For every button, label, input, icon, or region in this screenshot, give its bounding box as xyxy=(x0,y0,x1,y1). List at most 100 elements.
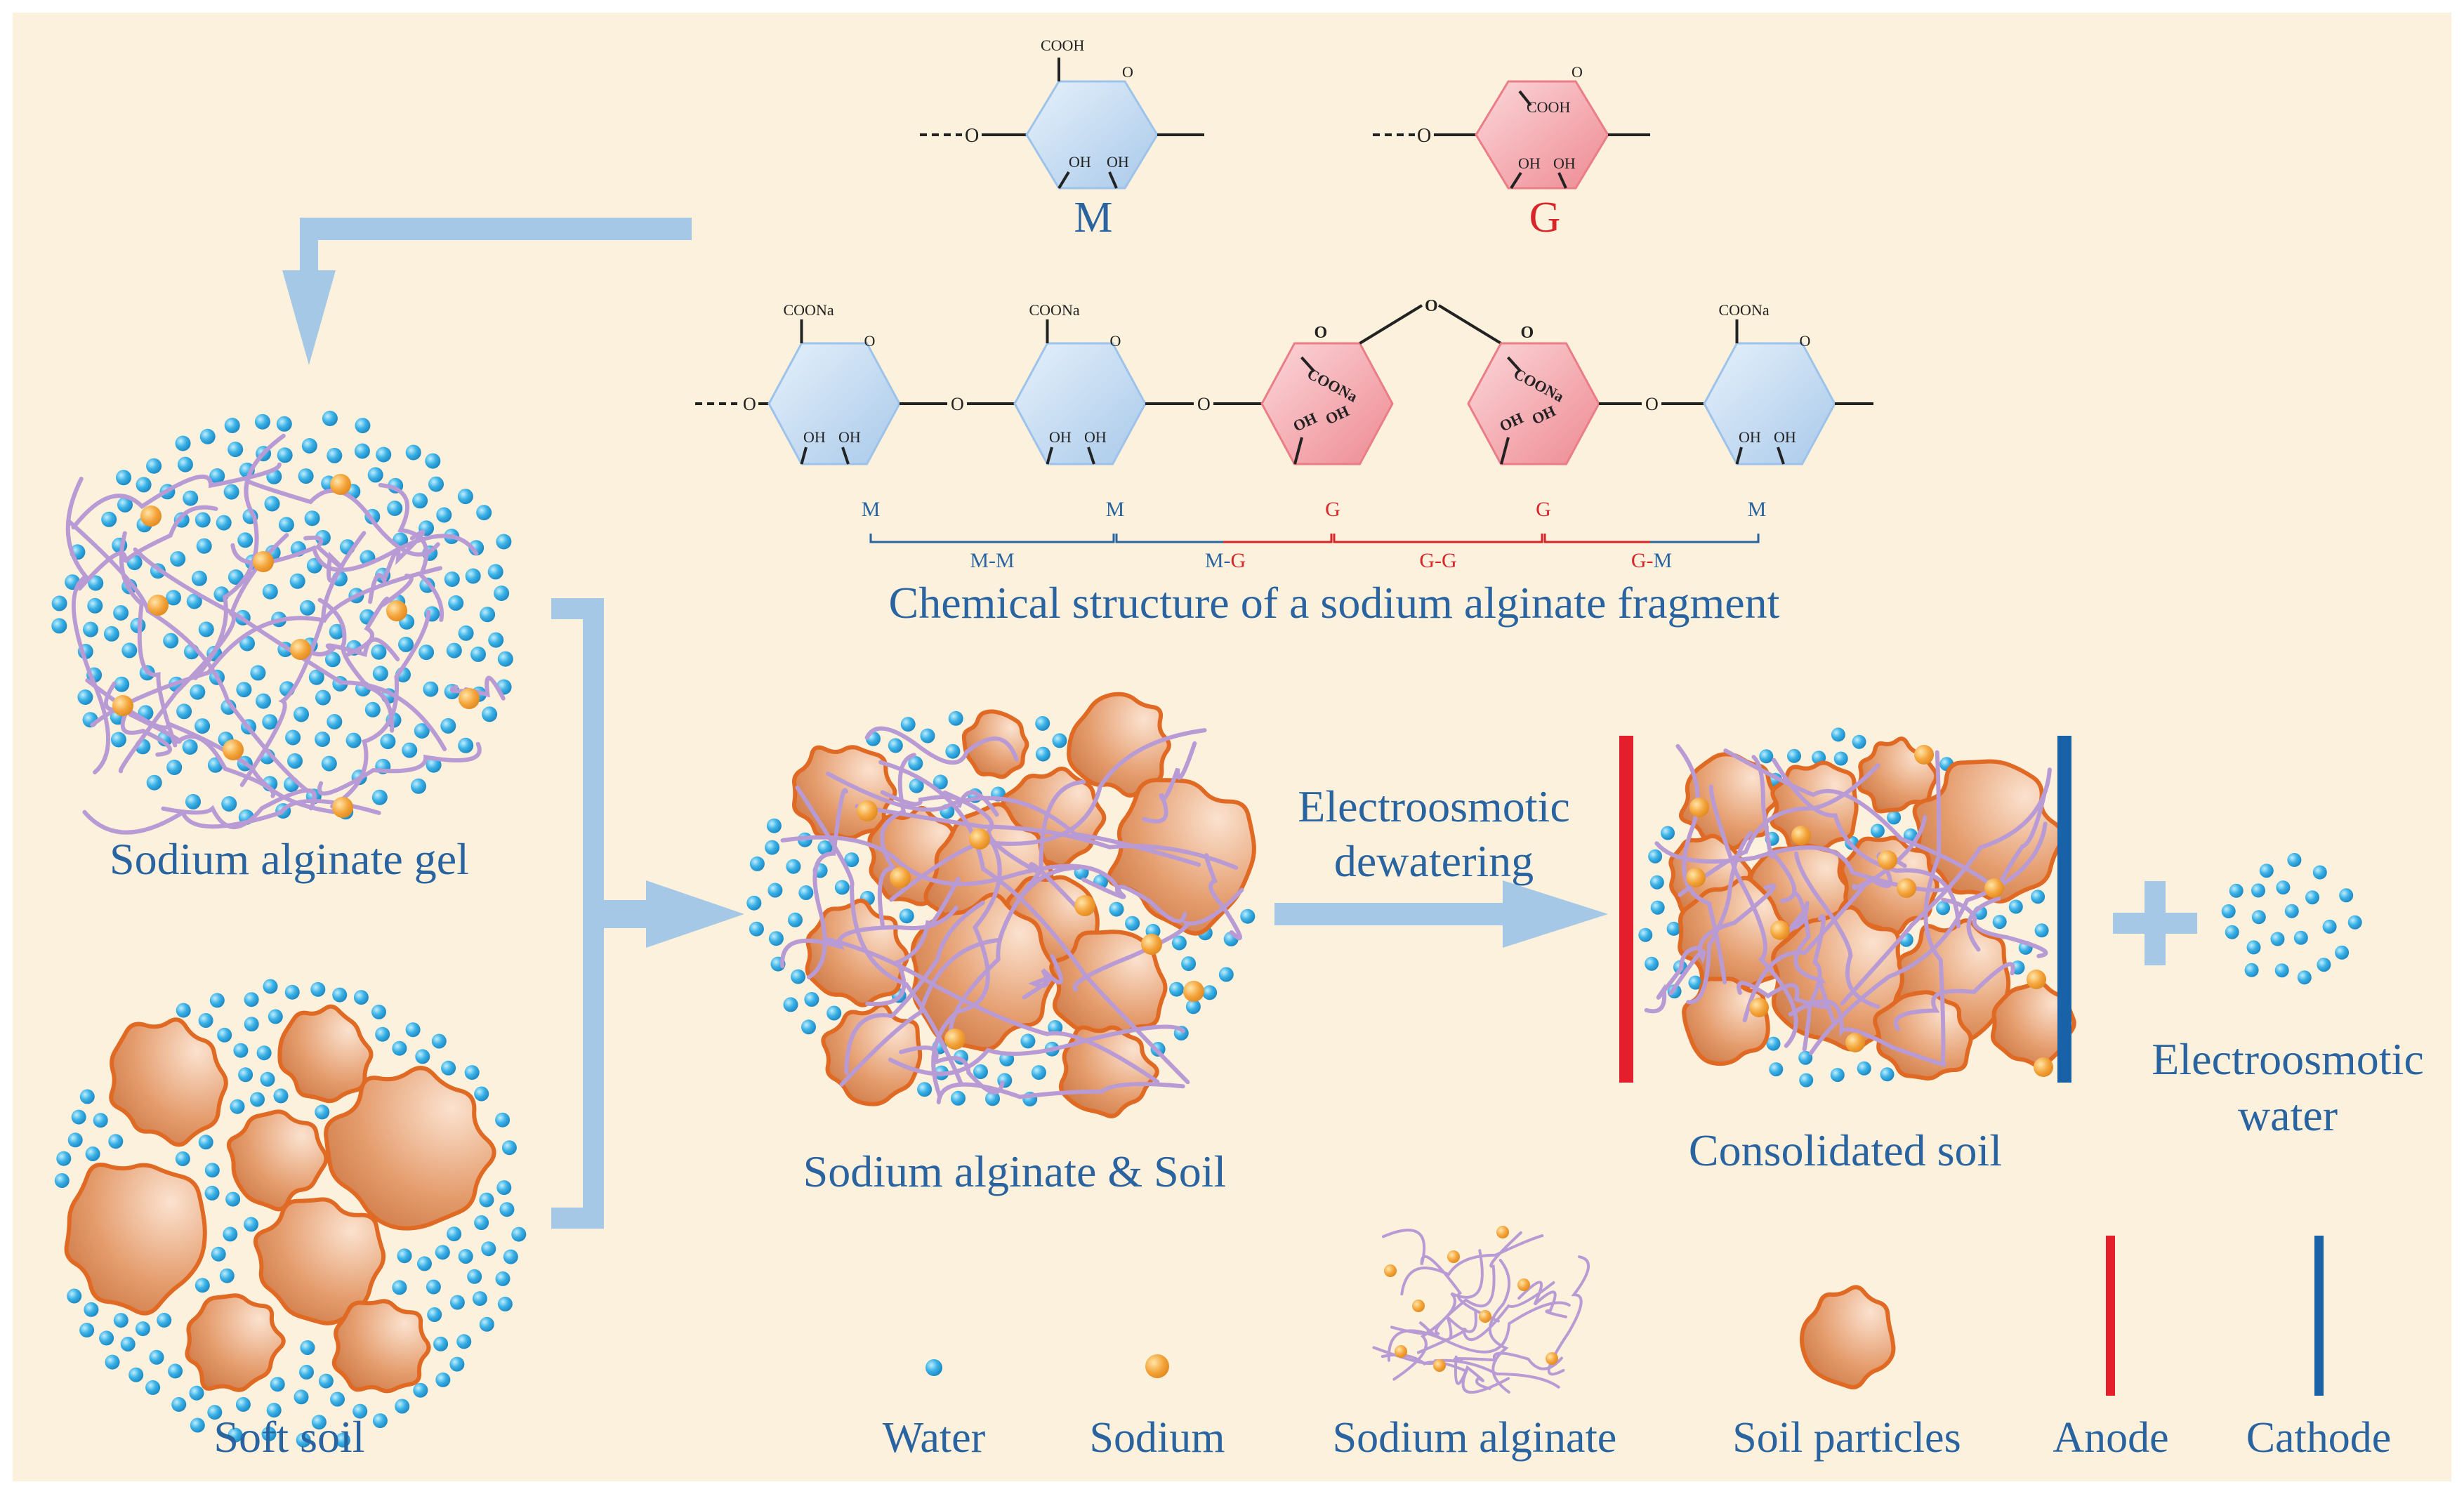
soil-particle xyxy=(1799,1285,1896,1389)
alginate-fiber xyxy=(878,760,1190,1085)
water-molecule xyxy=(1035,715,1050,731)
water-molecule xyxy=(228,1427,243,1443)
soil-particle xyxy=(331,1299,431,1394)
water-molecule xyxy=(135,1321,150,1337)
alginate-fiber xyxy=(90,566,442,727)
water-molecule xyxy=(204,1163,220,1178)
water-molecule xyxy=(496,1180,512,1196)
sodium-ion xyxy=(140,505,162,527)
water-molecule xyxy=(175,1151,190,1166)
alginate-fiber xyxy=(317,741,482,796)
water-molecule xyxy=(1766,1036,1781,1051)
water-molecule xyxy=(749,856,765,871)
water-molecule xyxy=(2317,958,2331,972)
water-molecule xyxy=(250,665,266,681)
water-molecule xyxy=(479,1316,494,1332)
sodium-ion xyxy=(1546,1352,1558,1365)
soil-particle xyxy=(961,709,1029,779)
sodium-ion xyxy=(944,1029,966,1050)
water-molecule xyxy=(746,895,762,911)
plus-sign xyxy=(2113,881,2197,965)
water-molecule xyxy=(767,882,783,898)
water-molecule xyxy=(1240,908,1256,924)
alginate-fiber xyxy=(244,478,440,557)
water-molecule xyxy=(77,689,93,705)
water-molecule xyxy=(2031,890,2045,904)
water-molecule xyxy=(327,447,343,463)
sodium-ion xyxy=(1770,920,1790,940)
sodium-ion xyxy=(1878,850,1897,870)
sodium-ion xyxy=(1183,981,1204,1002)
water-molecule xyxy=(899,908,914,924)
mixture-illustration xyxy=(746,692,1256,1118)
sodium-ion xyxy=(1074,895,1095,916)
alginate-fiber xyxy=(161,788,317,829)
water-molecule xyxy=(387,501,403,516)
gel-label: Sodium alginate gel xyxy=(110,834,469,884)
water-molecule xyxy=(177,456,193,472)
water-molecule xyxy=(888,738,903,753)
alginate-fiber xyxy=(297,637,400,662)
water-molecule xyxy=(219,1268,235,1283)
water-molecule xyxy=(225,1191,241,1207)
alginate-fiber xyxy=(826,771,1201,867)
water-molecule xyxy=(768,931,784,946)
water-molecule xyxy=(465,568,481,584)
water-molecule xyxy=(474,1215,489,1230)
water-molecule xyxy=(472,1291,487,1307)
dyad-gg: G-G xyxy=(1419,549,1456,572)
alginate-fiber xyxy=(1708,784,1798,1048)
sodium-ion xyxy=(1412,1300,1425,1312)
water-molecule xyxy=(1169,981,1184,997)
legend-cathode-icon xyxy=(2314,1236,2324,1396)
water-molecule xyxy=(1870,824,1885,838)
sodium-ion xyxy=(1984,878,2004,898)
water-molecule xyxy=(67,1132,83,1148)
oh-label: OH xyxy=(1084,428,1107,446)
water-molecule xyxy=(392,1040,407,1056)
water-molecule xyxy=(273,1088,289,1104)
alginate-fiber xyxy=(1675,743,1727,984)
alginate-fiber xyxy=(855,804,1239,870)
water-molecule xyxy=(1020,1033,1036,1049)
water-molecule xyxy=(294,706,309,722)
water-molecule xyxy=(2305,890,2319,905)
sodium-ion xyxy=(969,828,990,850)
water-molecule xyxy=(405,1022,421,1038)
monomer-g: O O COOH OH OH G xyxy=(1373,63,1650,242)
water-molecule xyxy=(310,981,326,997)
sodium-ion xyxy=(1496,1226,1509,1238)
chain-o-label: O xyxy=(743,394,756,414)
water-molecule xyxy=(997,1073,1013,1088)
water-molecule xyxy=(244,992,259,1007)
alginate-fiber xyxy=(133,547,447,751)
water-molecule xyxy=(67,1288,82,1304)
water-molecule xyxy=(221,796,237,812)
alginate-fiber xyxy=(1923,750,1946,1066)
water-molecule xyxy=(1992,915,2007,930)
flow-arrows xyxy=(282,218,2197,1229)
water-molecule xyxy=(85,1146,100,1161)
water-molecule xyxy=(318,1373,334,1389)
oh-label: OH xyxy=(1049,428,1072,446)
water-molecule xyxy=(166,760,183,775)
water-molecule xyxy=(1649,875,1664,890)
water-molecule xyxy=(239,635,255,652)
water-molecule xyxy=(121,642,138,659)
water-molecule xyxy=(766,818,782,833)
water-molecule xyxy=(1799,1073,1814,1088)
alginate-fiber xyxy=(1644,946,1701,1014)
water-molecule xyxy=(448,595,464,611)
water-molecule xyxy=(276,416,292,432)
water-molecule xyxy=(364,701,381,718)
water-molecule xyxy=(494,586,510,601)
monomer-g-label: G xyxy=(1529,194,1561,242)
water-molecule xyxy=(1109,901,1124,917)
water-molecule xyxy=(105,1354,120,1370)
water-molecule xyxy=(166,590,181,606)
sodium-ion xyxy=(112,695,133,716)
water-molecule xyxy=(1798,1050,1813,1065)
water-molecule xyxy=(791,969,806,984)
